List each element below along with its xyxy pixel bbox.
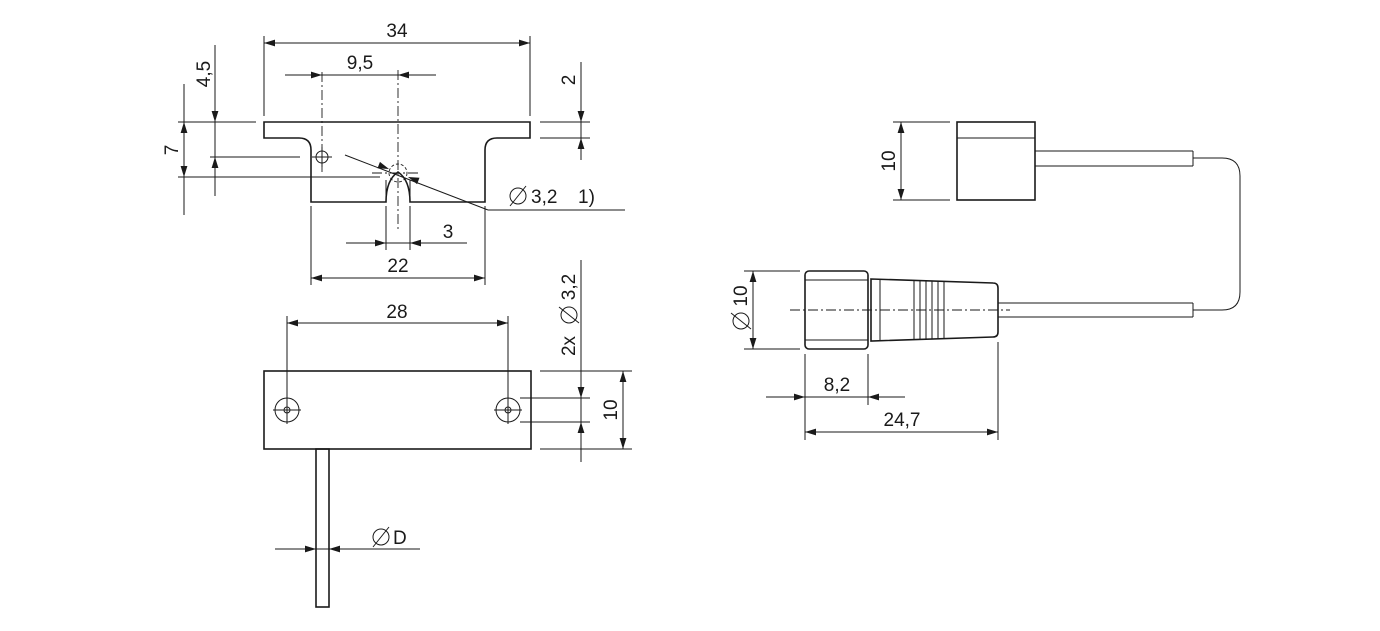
dim-28: 28 xyxy=(286,302,509,396)
dim-connector-dia: 10 xyxy=(730,270,800,350)
side-profile-view xyxy=(263,70,531,230)
label-holes-dia: 3,2 xyxy=(559,274,580,300)
cable-loop xyxy=(1193,157,1241,311)
dim-24-7: 24,7 xyxy=(805,342,999,440)
connector-m8 xyxy=(790,270,1194,350)
label-4-5: 4,5 xyxy=(194,61,215,87)
label-10-box: 10 xyxy=(879,150,900,171)
sensor-box xyxy=(956,121,1194,201)
label-9-5: 9,5 xyxy=(347,53,373,74)
label-3: 3 xyxy=(443,222,454,243)
front-view xyxy=(263,370,532,608)
label-24-7: 24,7 xyxy=(884,410,921,431)
dim-2: 2 xyxy=(540,62,590,160)
dim-hole-3-2: 3,2 1) xyxy=(344,154,625,211)
label-cable-dia: D xyxy=(393,528,407,549)
label-8-2: 8,2 xyxy=(824,375,850,396)
mounting-hole-right xyxy=(494,396,522,424)
dim-9-5: 9,5 xyxy=(285,53,436,79)
dim-7: 7 xyxy=(162,84,380,215)
dim-cable-dia: D xyxy=(275,526,420,553)
label-7: 7 xyxy=(162,145,183,156)
diameter-icon xyxy=(509,185,527,207)
label-28: 28 xyxy=(386,302,407,323)
dim-10-front: 10 xyxy=(540,370,632,450)
label-22: 22 xyxy=(387,256,408,277)
connector-body xyxy=(870,278,999,342)
diameter-icon xyxy=(372,526,390,548)
diameter-icon xyxy=(730,312,752,330)
dim-8-2: 8,2 xyxy=(766,354,905,440)
label-34: 34 xyxy=(386,21,408,42)
dim-4-5: 4,5 xyxy=(194,45,300,196)
box-body xyxy=(956,121,1036,201)
dim-22: 22 xyxy=(310,206,486,285)
label-holes-qty: 2x xyxy=(559,335,580,356)
housing-front xyxy=(263,370,532,450)
mounting-hole-left xyxy=(273,396,301,424)
label-connector-dia: 10 xyxy=(731,285,752,306)
label-note: 1) xyxy=(578,187,595,208)
bracket-profile xyxy=(263,121,531,203)
cable-front xyxy=(315,448,330,608)
dim-34: 34 xyxy=(263,21,531,116)
dim-holes-2x-3-2: 2x 3,2 xyxy=(520,260,590,462)
dim-10-box: 10 xyxy=(879,121,950,201)
label-10-front: 10 xyxy=(601,399,622,420)
diameter-icon xyxy=(558,306,580,324)
label-2: 2 xyxy=(559,75,580,86)
dim-3: 3 xyxy=(346,206,467,250)
label-hole-dia: 3,2 xyxy=(531,187,557,208)
